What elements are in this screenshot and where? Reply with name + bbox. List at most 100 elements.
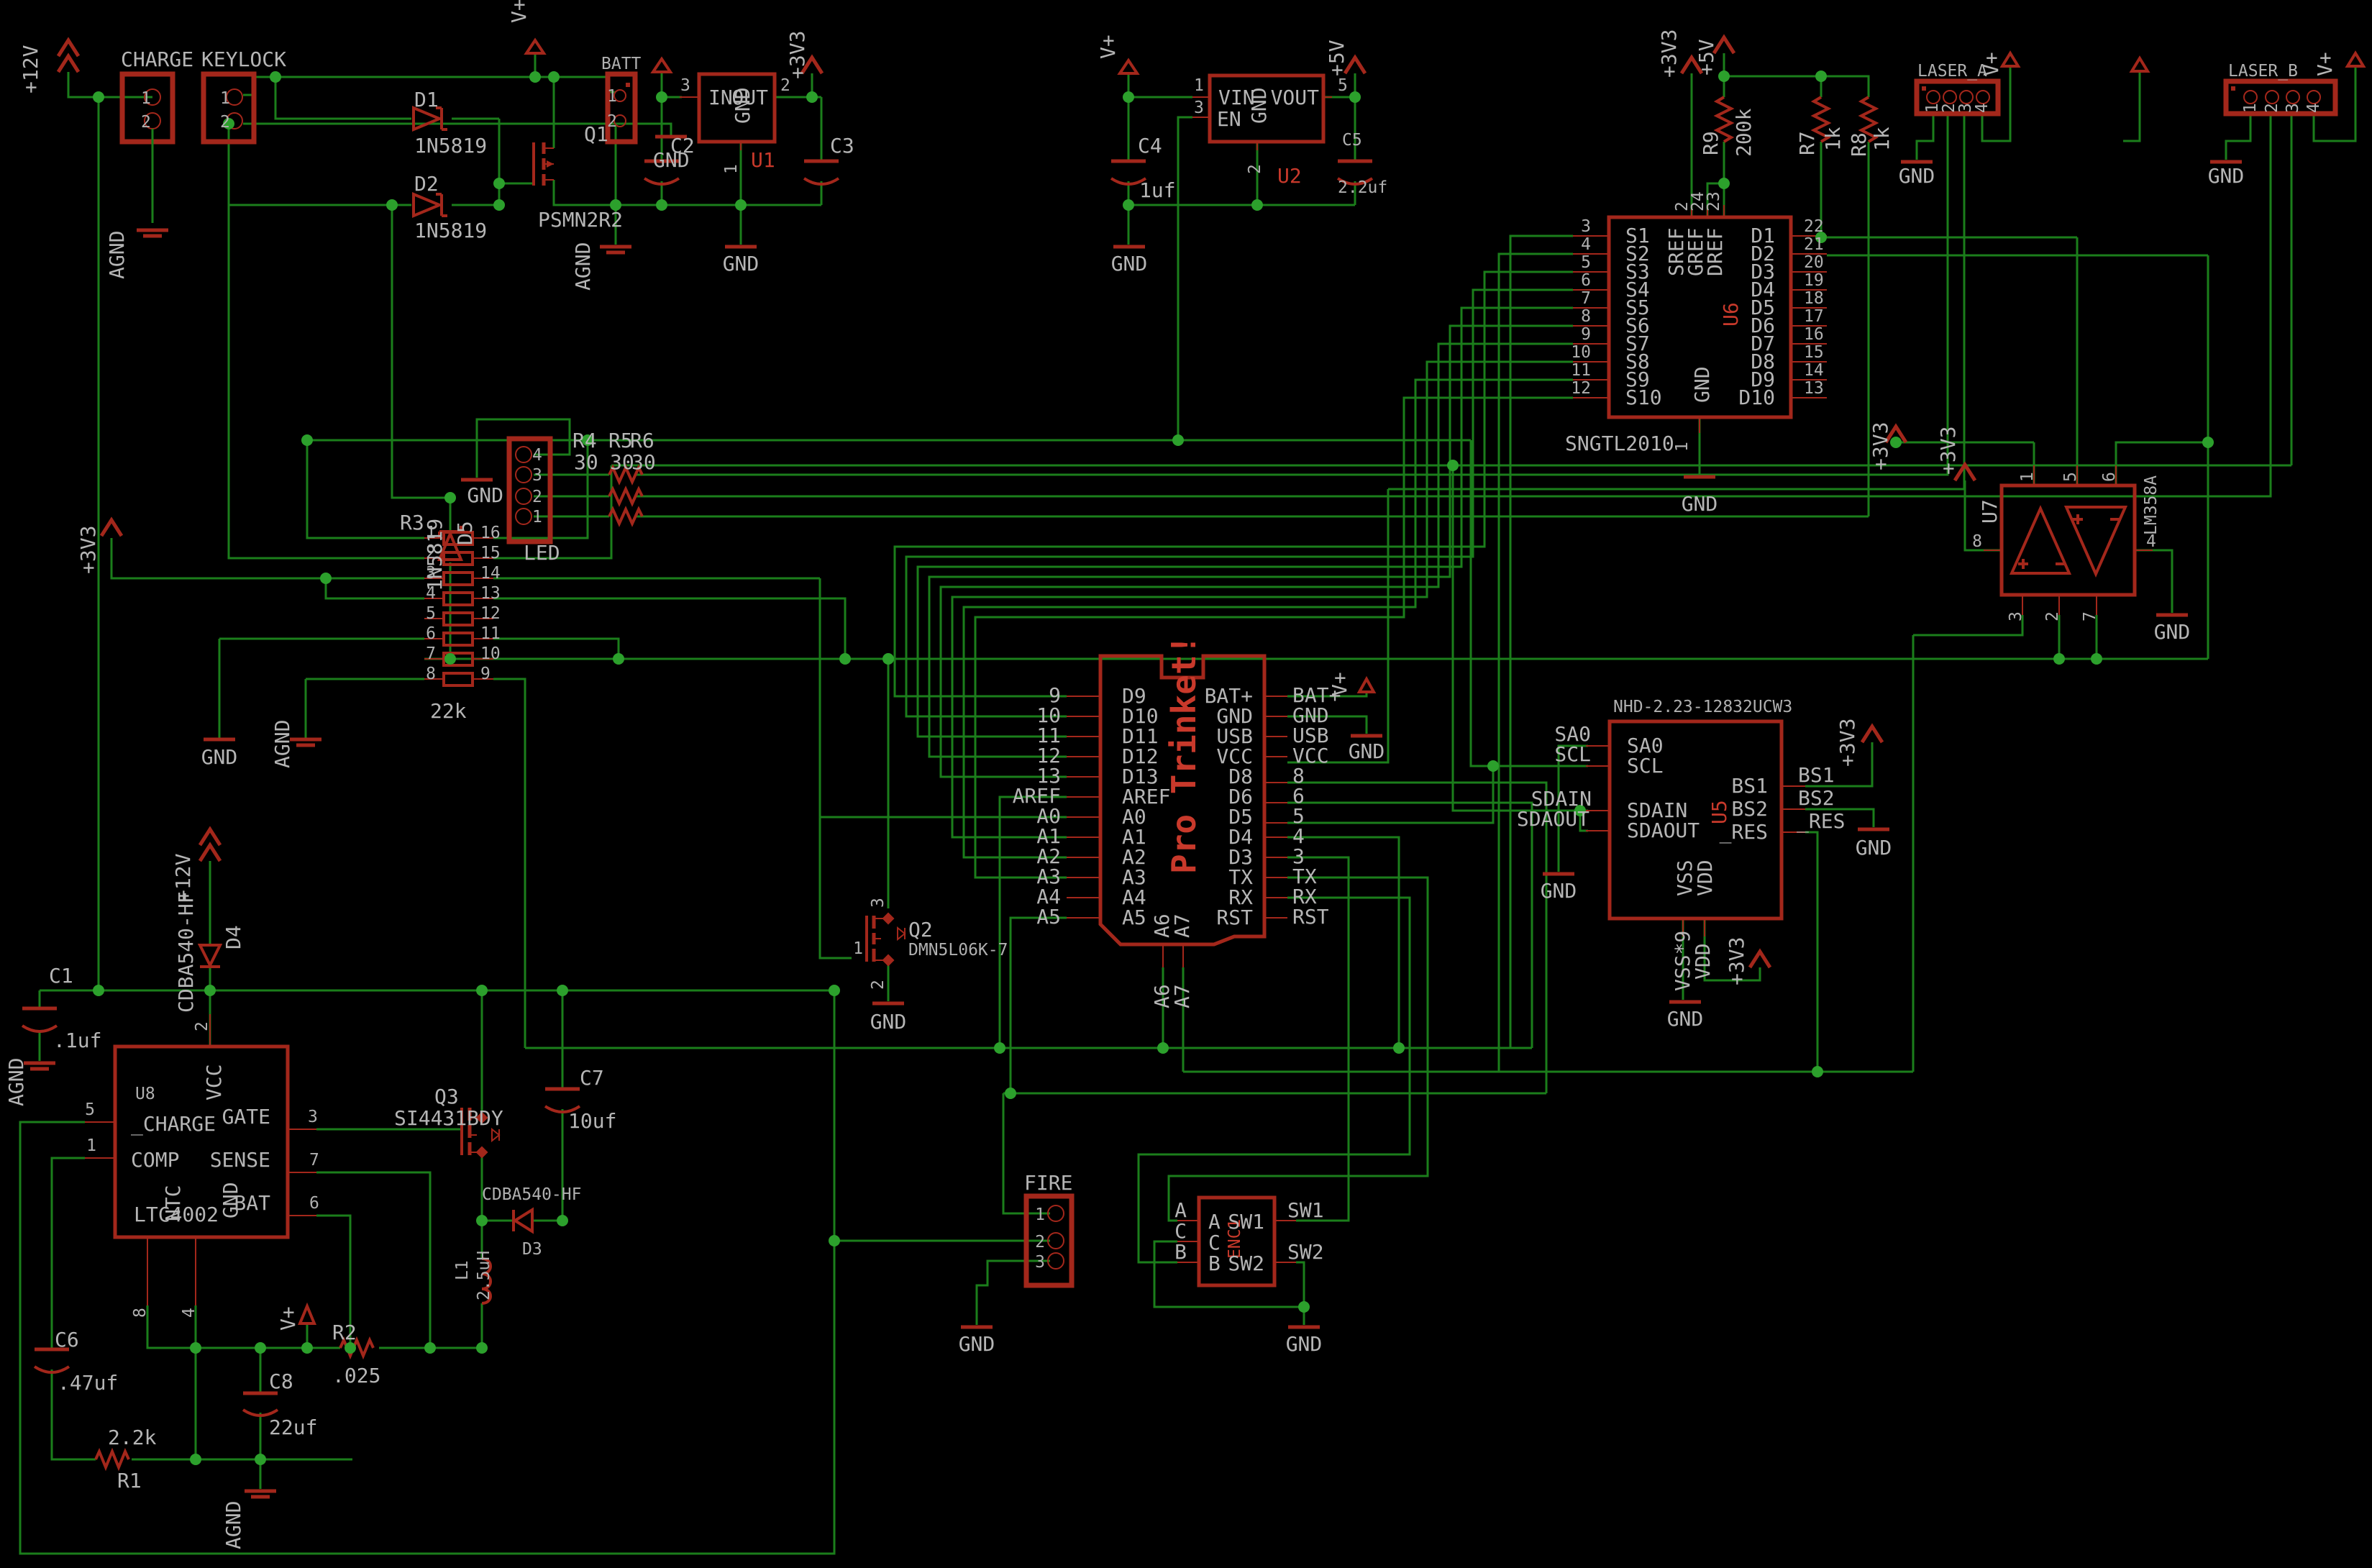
q1-mosfet[interactable] — [532, 142, 554, 186]
laser-b-connector[interactable] — [2223, 78, 2338, 117]
pt-y4: 4 — [1292, 824, 1305, 848]
pt-d10: D10 — [1122, 704, 1159, 728]
charge-connector[interactable] — [119, 71, 175, 223]
enc1-encoder[interactable] — [1197, 1195, 1277, 1287]
r2-ref: R2 — [332, 1321, 357, 1344]
pt-ygnd: GND — [1292, 703, 1329, 727]
u2-ref: U2 — [1277, 164, 1302, 188]
u8-pin1: 1 — [86, 1136, 96, 1155]
capacitors[interactable] — [21, 161, 1374, 1417]
pt-usb: USB — [1216, 724, 1253, 748]
q2-mosfet[interactable] — [865, 912, 906, 967]
u6-pn19: 19 — [1804, 271, 1824, 290]
u7-pin4: 4 — [2146, 532, 2156, 551]
r4-value: 30 — [574, 450, 598, 474]
+3v3-bs1: +3V3 — [1835, 719, 1859, 767]
u1-pin2: 2 — [780, 76, 790, 95]
batt-pin2: 2 — [607, 112, 617, 131]
batt-connector[interactable] — [605, 71, 638, 145]
u6-ic[interactable] — [1607, 215, 1793, 419]
u6-pn13: 13 — [1804, 379, 1824, 398]
enc-sw1-in: SW1 — [1228, 1210, 1264, 1234]
pt-a0: A0 — [1122, 805, 1146, 829]
r3-network[interactable] — [442, 531, 474, 687]
r7-ref: R7 — [1795, 131, 1819, 155]
q3-mosfet[interactable] — [460, 1108, 501, 1159]
c5-value: 2.2uf — [1338, 178, 1387, 197]
led-connector[interactable] — [506, 436, 553, 544]
keylock-pin2: 2 — [220, 113, 230, 132]
u2-pin3: 3 — [1194, 99, 1204, 117]
enc-a-in: A — [1208, 1210, 1221, 1234]
fire-pin3: 3 — [1035, 1253, 1045, 1272]
pt-xa0: A0 — [1036, 804, 1061, 828]
opamp-triangles — [2009, 505, 2128, 578]
u2-regulator[interactable] — [1208, 73, 1326, 144]
enc-sw2-in: SW2 — [1228, 1252, 1264, 1275]
u2-pin2: 2 — [1246, 164, 1264, 174]
u5-name: NHD-2.23-12832UCW3 — [1613, 698, 1792, 716]
pt-rx: RX — [1228, 885, 1253, 909]
+3v3-u7: +3V3 — [1936, 427, 1960, 475]
pro-trinket-module[interactable] — [1098, 654, 1267, 947]
enc-c-ext: C — [1174, 1219, 1187, 1243]
u1-in: IN — [708, 86, 733, 109]
laser-a-connector[interactable] — [1914, 78, 2001, 117]
u6-d2: D2 — [1751, 242, 1775, 265]
gnd-u7-label: GND — [2154, 620, 2191, 644]
pt-x11: 11 — [1036, 724, 1061, 747]
u6-d8: D8 — [1751, 350, 1775, 373]
u8-charger[interactable] — [113, 1044, 290, 1239]
u6-d1: D1 — [1751, 224, 1775, 247]
u8-pin6: 6 — [309, 1194, 319, 1213]
enc-sw1-ext: SW1 — [1287, 1198, 1324, 1222]
wires[interactable] — [19, 53, 2357, 1555]
gnd-q2-label: GND — [870, 1010, 907, 1034]
r5-value: 30 — [610, 450, 634, 474]
u6-d10: D10 — [1738, 386, 1775, 409]
r6-ref: R6 — [630, 429, 654, 452]
agnd-u8: AGND — [222, 1501, 245, 1549]
keylock-title: KEYLOCK — [201, 47, 286, 71]
l1-inductor[interactable] — [481, 1257, 492, 1305]
pt-a7-in: A7 — [1170, 913, 1194, 938]
r4-ref: R4 — [573, 429, 597, 452]
pt-a4: A4 — [1122, 885, 1146, 909]
d1-diode[interactable] — [412, 106, 447, 132]
gnd-bs2: GND — [1856, 836, 1892, 860]
c6-value: .47uf — [58, 1371, 118, 1395]
r3-ref: R3 — [400, 511, 424, 534]
u1-regulator[interactable] — [697, 72, 777, 144]
ground-symbols — [24, 135, 2242, 1499]
pt-xa4: A4 — [1036, 885, 1061, 908]
pt-a5: A5 — [1122, 906, 1146, 929]
u6-d7: D7 — [1751, 332, 1775, 355]
pt-d12: D12 — [1122, 744, 1159, 768]
u2-gnd: GND — [1247, 87, 1271, 124]
d3-diode[interactable] — [512, 1207, 534, 1234]
u5-display[interactable] — [1607, 719, 1784, 921]
resistors[interactable] — [94, 96, 1879, 1472]
u8-pin2: 2 — [193, 1021, 211, 1031]
r3-p11: 11 — [480, 624, 501, 643]
u6-pn22: 22 — [1804, 217, 1824, 236]
u6-pn14: 14 — [1804, 361, 1824, 380]
u2-vin: VIN — [1218, 86, 1255, 109]
fire-connector[interactable] — [1023, 1193, 1075, 1288]
laser-a-pin2: 2 — [1940, 103, 1958, 113]
d4-diode[interactable] — [197, 944, 223, 969]
u6-pn16: 16 — [1804, 325, 1824, 344]
u7-opamp-box[interactable] — [1999, 483, 2137, 597]
keylock-connector[interactable] — [201, 71, 257, 145]
u7-pin3: 3 — [2007, 611, 2025, 621]
v+-u8: V+ — [276, 1306, 300, 1331]
led-title: LED — [524, 541, 560, 565]
gnd-enc: GND — [1286, 1332, 1323, 1356]
u8-pin7: 7 — [309, 1151, 319, 1170]
led-pin2: 2 — [532, 488, 542, 506]
pt-a6-in: A6 — [1150, 913, 1174, 938]
u5-ref: U5 — [1707, 800, 1731, 824]
led-pin3: 3 — [532, 466, 542, 485]
d2-diode[interactable] — [412, 192, 447, 218]
pt-a7-out: A7 — [1170, 984, 1194, 1008]
